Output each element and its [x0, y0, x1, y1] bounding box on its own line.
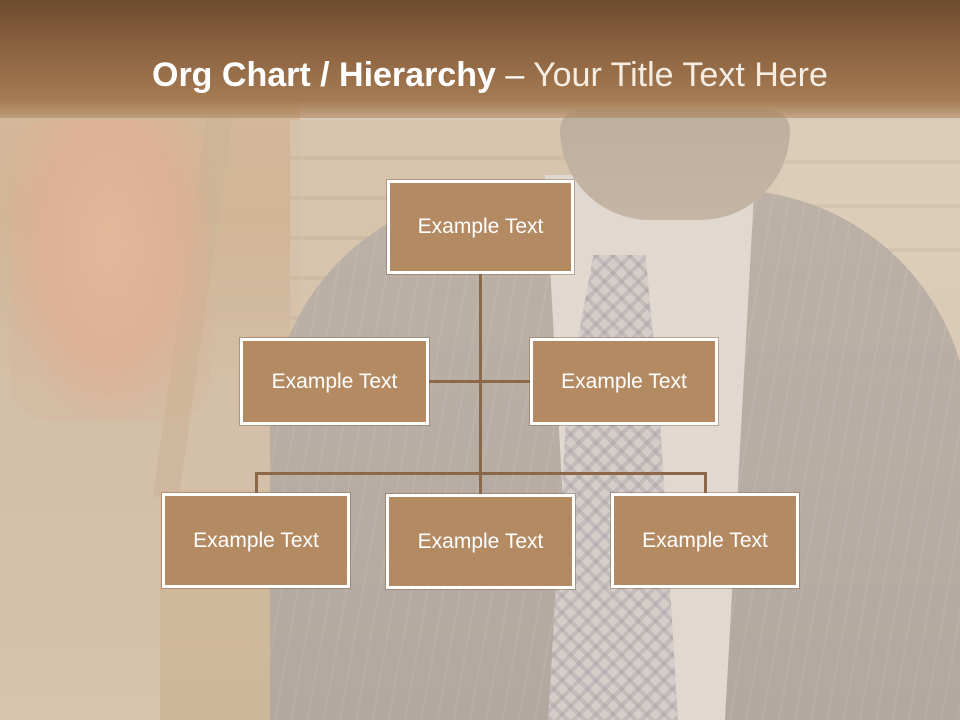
title-subtitle: Your Title Text Here — [533, 56, 828, 94]
connector-vertical-trunk — [479, 272, 482, 496]
connector-subordinate-bar — [255, 472, 707, 475]
connector-left-drop — [255, 472, 258, 496]
org-node-subordinate-right[interactable]: Example Text — [611, 493, 799, 588]
worker-vest — [10, 120, 210, 420]
org-node-top[interactable]: Example Text — [387, 180, 574, 274]
title-band: Org Chart / Hierarchy – Your Title Text … — [0, 0, 960, 118]
org-node-subordinate-left[interactable]: Example Text — [162, 493, 350, 588]
title-dash: – — [495, 56, 534, 94]
businessman-chin — [560, 110, 790, 220]
org-node-assistant-right[interactable]: Example Text — [530, 338, 718, 425]
org-node-assistant-left[interactable]: Example Text — [240, 338, 429, 425]
title-main: Org Chart / Hierarchy — [152, 56, 496, 94]
connector-assistant-bar — [428, 380, 532, 383]
connector-right-drop — [704, 472, 707, 496]
org-node-subordinate-center[interactable]: Example Text — [386, 494, 575, 589]
slide-title: Org Chart / Hierarchy – Your Title Text … — [152, 52, 828, 98]
